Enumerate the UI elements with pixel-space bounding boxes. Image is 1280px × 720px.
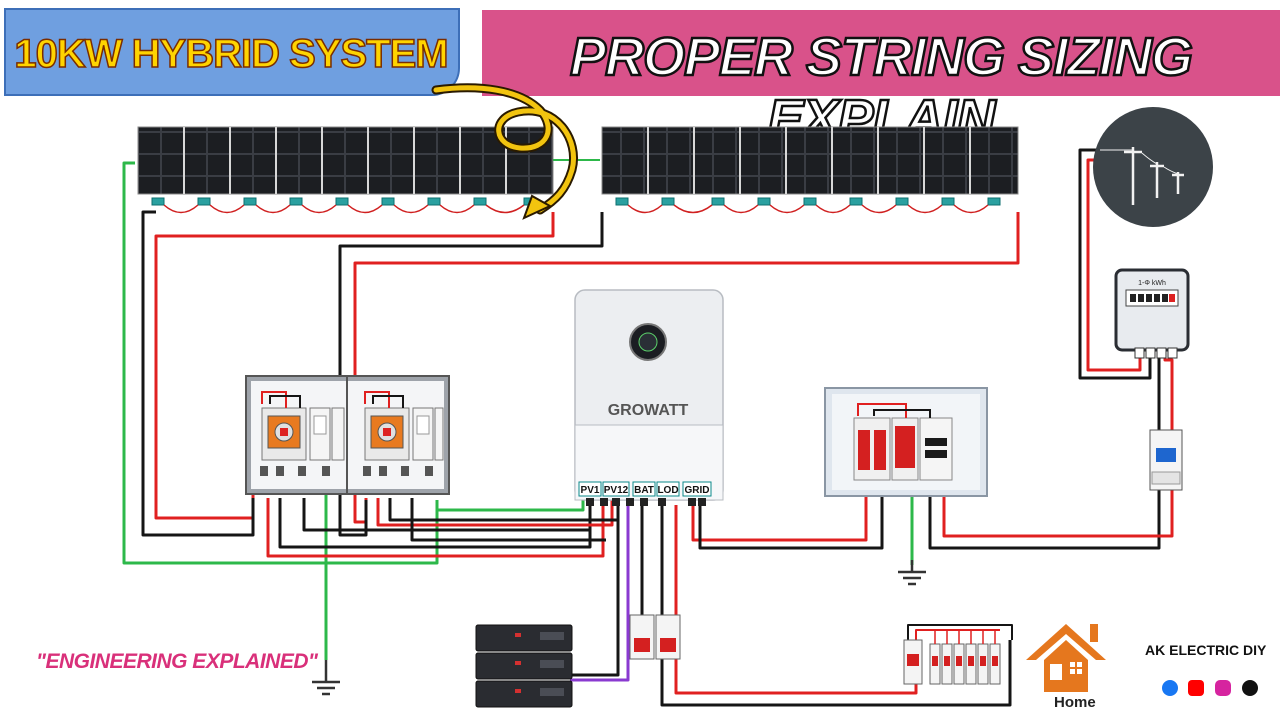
solar-array-left bbox=[137, 126, 554, 195]
hybrid-inverter: GROWATT PV1 PV12 BAT LOD GRID bbox=[574, 289, 724, 506]
instagram-icon[interactable] bbox=[1215, 680, 1231, 696]
wiring bbox=[122, 148, 1174, 707]
youtube-icon[interactable] bbox=[1188, 680, 1204, 696]
pv-combiner-box bbox=[245, 375, 450, 495]
title-banner-left: 10KW HYBRID SYSTEM bbox=[4, 8, 460, 96]
battery-breakers bbox=[629, 614, 681, 660]
grid-breaker bbox=[1149, 429, 1183, 491]
utility-pole-icon bbox=[1093, 107, 1213, 227]
curly-arrow-icon bbox=[431, 83, 578, 220]
title-banner-right: PROPER STRING SIZING EXPLAIN bbox=[482, 10, 1280, 150]
facebook-icon[interactable] bbox=[1162, 680, 1178, 696]
mc4-connectors bbox=[151, 197, 1001, 214]
port-pv12: PV12 bbox=[604, 485, 629, 496]
channel-name: AK ELECTRIC DIY bbox=[1145, 642, 1267, 658]
port-bat: BAT bbox=[634, 485, 654, 496]
battery-stack bbox=[475, 624, 573, 708]
port-lod: LOD bbox=[657, 485, 678, 496]
tiktok-icon[interactable] bbox=[1242, 680, 1258, 696]
energy-meter: 1-Φ kWh bbox=[1114, 268, 1190, 359]
port-pv1: PV1 bbox=[581, 485, 600, 496]
port-grid: GRID bbox=[685, 485, 710, 496]
solar-array-right bbox=[601, 126, 1019, 195]
distribution-board bbox=[903, 630, 1001, 685]
inverter-brand: GROWATT bbox=[608, 402, 689, 419]
earth-ground-icon bbox=[312, 660, 340, 696]
video-title: PROPER STRING SIZING EXPLAIN bbox=[569, 26, 1195, 151]
meter-label: 1-Φ kWh bbox=[1138, 280, 1166, 287]
tagline: "ENGINEERING EXPLAINED" bbox=[36, 650, 318, 673]
home-label: Home bbox=[1054, 694, 1096, 711]
system-title: 10KW HYBRID SYSTEM bbox=[14, 31, 450, 77]
ac-protection-box bbox=[824, 387, 988, 497]
earth-ground-icon-2 bbox=[898, 560, 926, 586]
home-logo-icon bbox=[1026, 624, 1106, 692]
